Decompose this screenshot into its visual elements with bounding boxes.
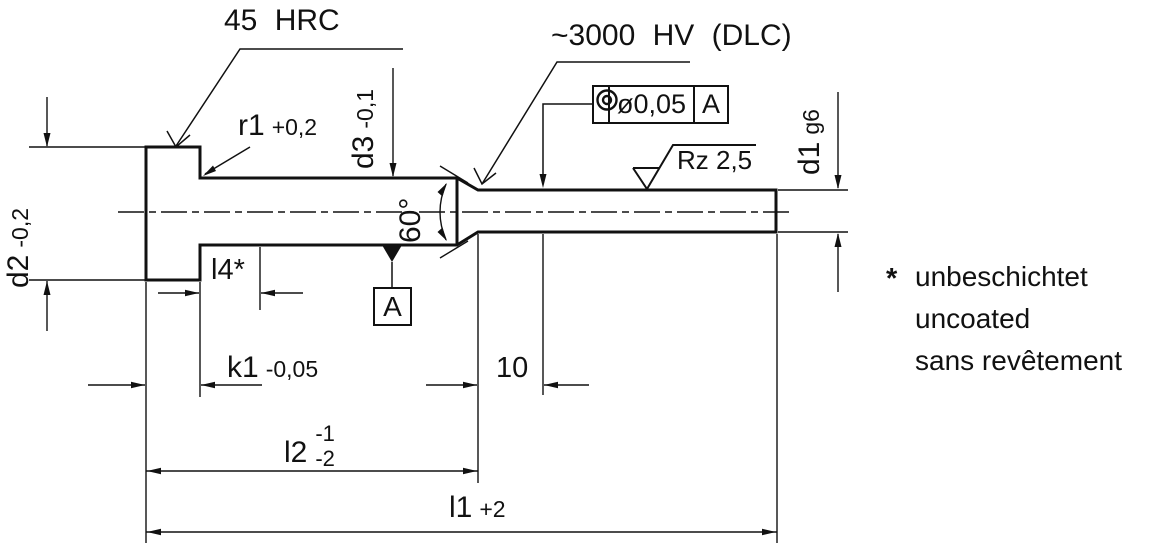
open-arrowhead [166, 130, 191, 149]
datum-a-label: A [383, 290, 402, 322]
open-arrowhead [473, 167, 497, 186]
dim-l2-tol-lower: -2 [315, 446, 335, 471]
surface-finish-label: Rz 2,5 [677, 145, 753, 175]
dim-l1: l1+2 [449, 493, 506, 523]
leader-tolerance-frame [542, 103, 592, 176]
coating-hardness-callout: ~3000 HV (DLC) [551, 19, 792, 52]
dim-r1-tol: +0,2 [271, 114, 318, 140]
dim-l1-tol: +2 [479, 496, 506, 522]
datum-triangle [382, 245, 402, 262]
dim-k1: k1-0,05 [227, 353, 318, 383]
tolerance-datum-ref: A [693, 87, 727, 122]
dim-k1-tol: -0,05 [265, 356, 319, 382]
footnote-line-de: unbeschichtet [915, 261, 1088, 292]
datum-a-box: A [373, 287, 412, 326]
arrowheads [43, 133, 842, 536]
dim-l2-tolerances: -1 -2 [315, 421, 335, 471]
tolerance-frame: ø0,05 A [592, 85, 730, 124]
dim-d3: d3 -0,1 [347, 88, 380, 169]
concentricity-icon [594, 87, 618, 122]
dim-10-label: 10 [496, 352, 529, 384]
leader-head-hardness [175, 48, 403, 147]
dim-l2-tol-upper: -1 [315, 421, 335, 446]
dim-d2: d2 -0,2 [2, 207, 35, 288]
dim-d1-label: d1 [793, 141, 826, 175]
footnote-line-en: uncoated [915, 303, 1031, 334]
dim-r1-label: r1 [238, 109, 265, 142]
dimension-lines [46, 68, 839, 533]
dim-l1-label: l1 [449, 491, 473, 524]
dim-l4-label: l4* [211, 254, 245, 286]
dim-d2-label: d2 [2, 254, 35, 288]
footnote-marker: * [886, 263, 898, 295]
surface-finish-icon [632, 144, 756, 191]
dim-d2-tol: -0,2 [7, 207, 33, 248]
footnote: * unbeschichtet uncoated sans revêtement [886, 256, 1122, 382]
dim-d1-fit: g6 [798, 109, 824, 135]
dim-r1: r1+0,2 [238, 111, 317, 141]
dim-d3-label: d3 [347, 135, 380, 169]
dim-l2: l2 -1 -2 [284, 421, 335, 471]
head-hardness-callout: 45 HRC [224, 4, 340, 37]
dim-l2-label: l2 [284, 436, 308, 469]
dim-d1: d1g6 [793, 109, 826, 175]
leader-coating-hardness [481, 61, 690, 185]
cone-angle-label: 60° [394, 197, 427, 243]
dim-d3-tol: -0,1 [352, 88, 378, 129]
extension-lines [29, 146, 848, 543]
dim-k1-label: k1 [227, 351, 259, 384]
tolerance-value: ø0,05 [608, 87, 693, 122]
footnote-line-fr: sans revêtement [915, 345, 1122, 376]
